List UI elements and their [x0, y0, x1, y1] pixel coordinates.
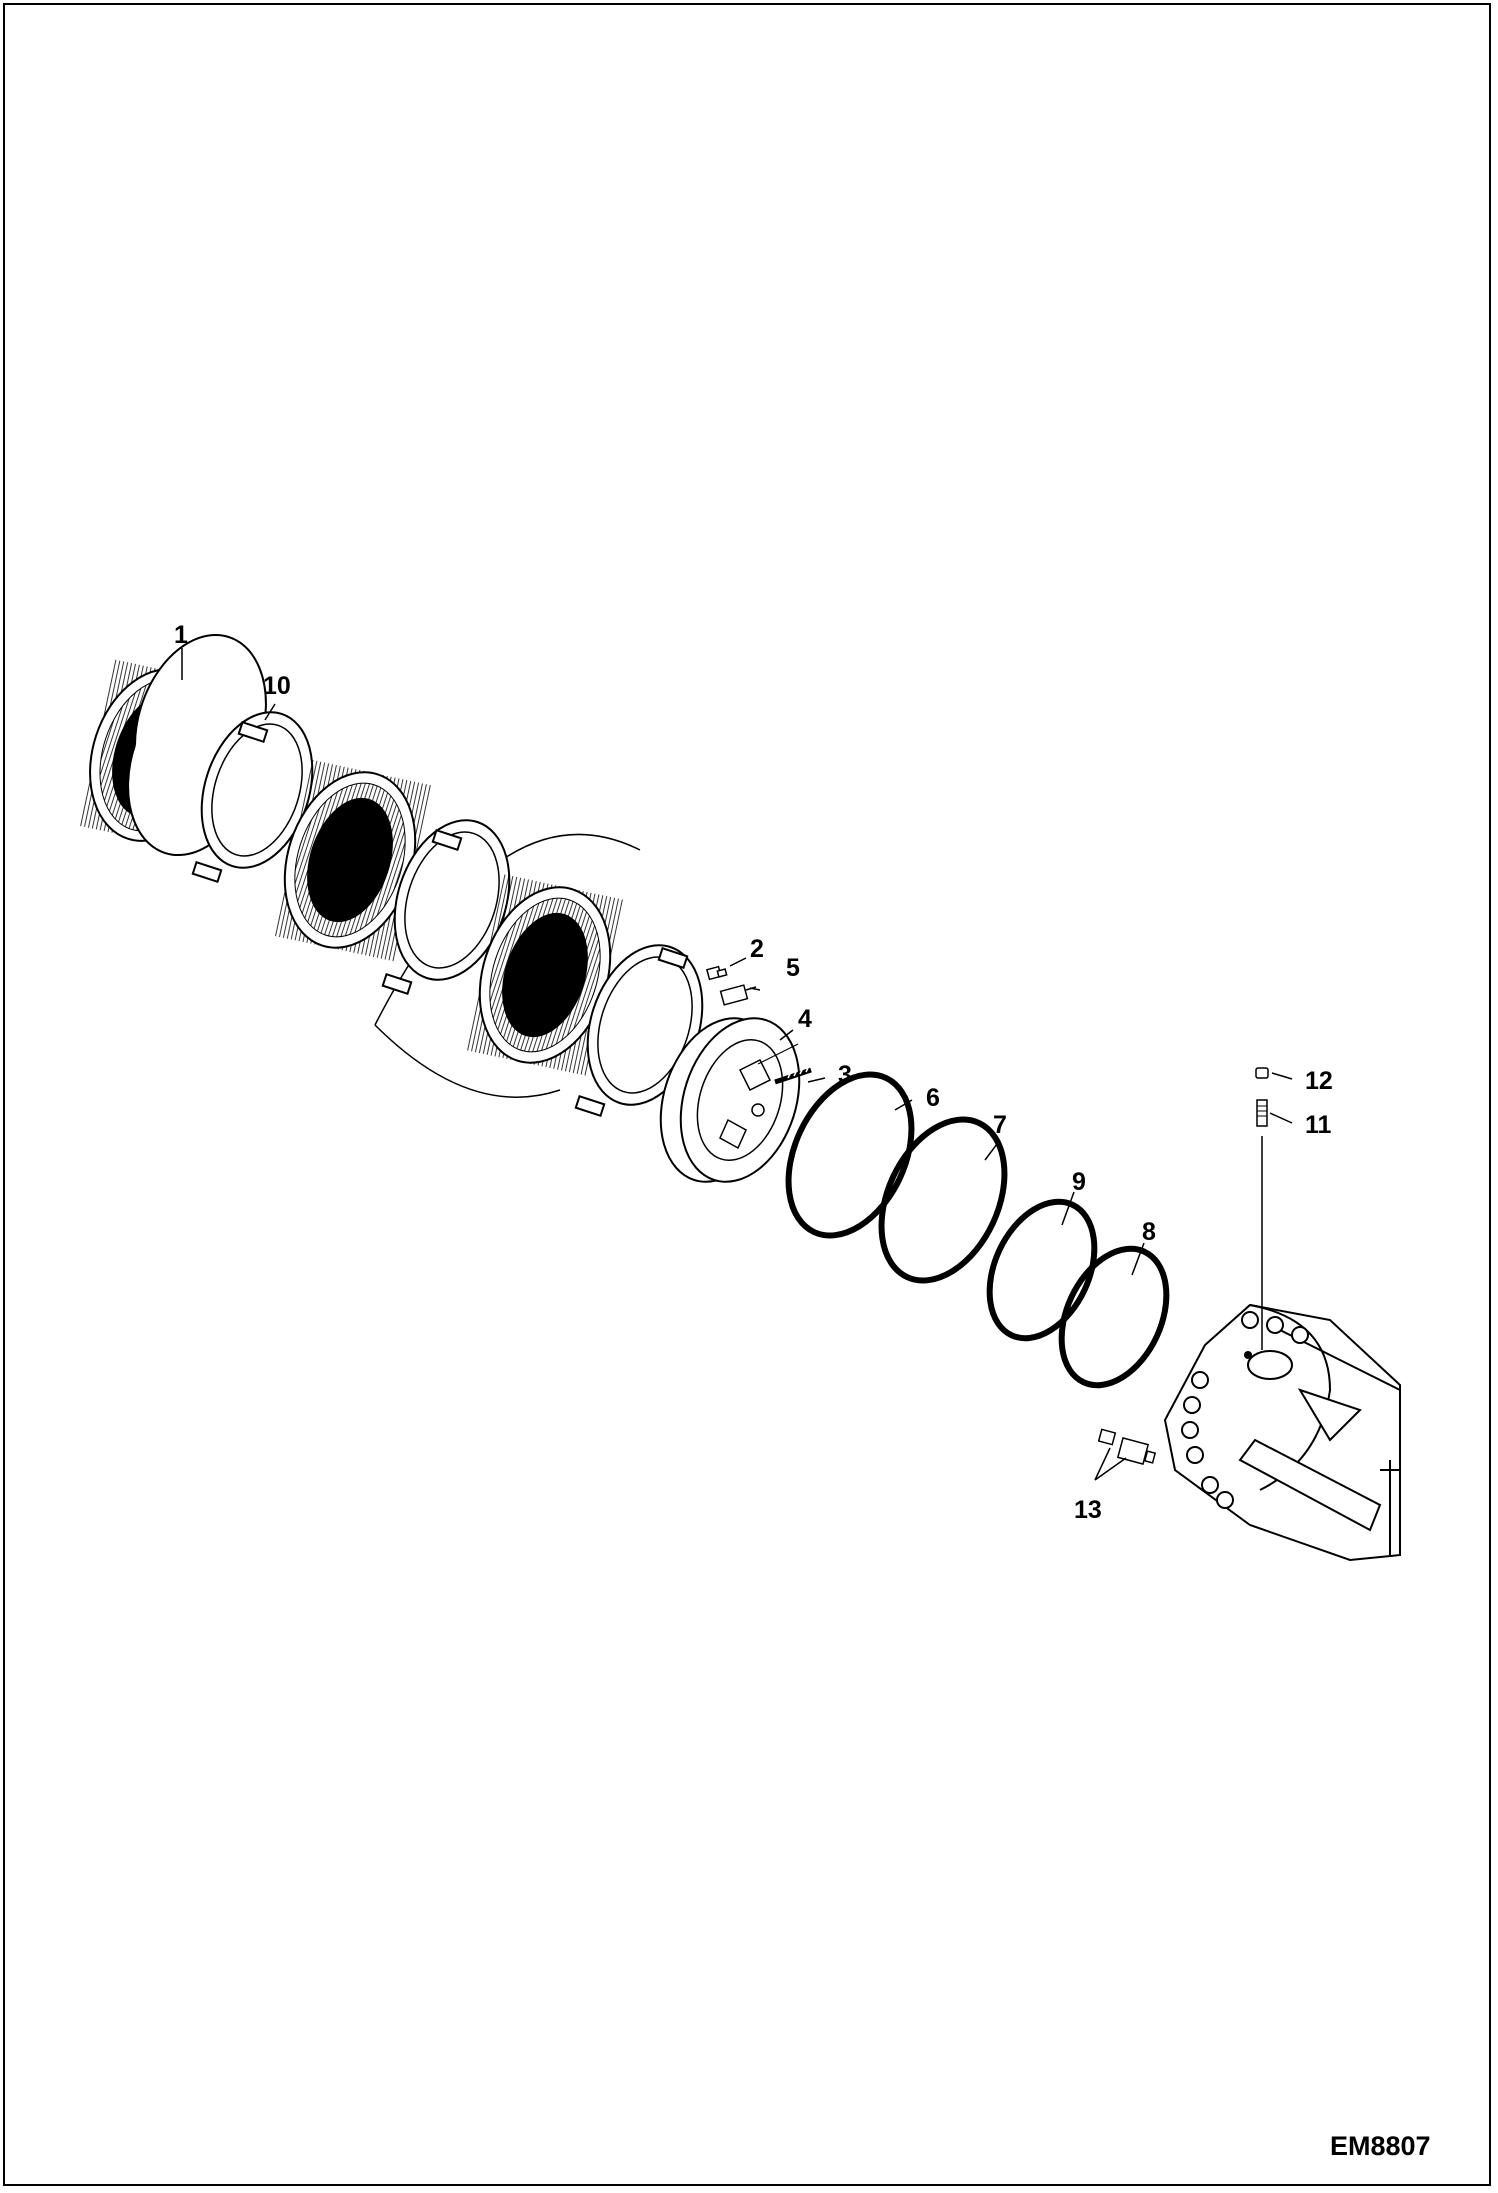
separator-plate-2	[381, 819, 511, 995]
callout-3: 3	[838, 1061, 852, 1089]
callout-8: 8	[1142, 1218, 1156, 1246]
stud-pin	[774, 1065, 812, 1085]
o-ring-8	[1058, 1245, 1170, 1389]
callout-5: 5	[786, 954, 800, 982]
callout-1: 1	[174, 621, 188, 649]
bleed-screw-cap	[1255, 1067, 1269, 1079]
callout-4: 4	[798, 1005, 812, 1033]
bolt-small	[705, 965, 728, 981]
o-ring-6	[785, 1071, 915, 1239]
separator-plate-1	[127, 633, 314, 883]
friction-disc-2	[272, 759, 433, 962]
callout-12: 12	[1305, 1067, 1333, 1095]
o-ring-7	[878, 1116, 1008, 1284]
friction-disc-3	[464, 873, 625, 1076]
callout-6: 6	[926, 1084, 940, 1112]
callout-9: 9	[1072, 1168, 1086, 1196]
brake-piston	[659, 1017, 801, 1183]
callout-11: 11	[1305, 1111, 1332, 1139]
bleed-screw	[1256, 1099, 1268, 1127]
callout-10: 10	[263, 672, 291, 700]
leader-lines	[181, 648, 1293, 1481]
fitting-13	[1097, 1428, 1157, 1465]
callout-7: 7	[993, 1111, 1007, 1139]
motor-housing	[1163, 1303, 1401, 1562]
callout-13: 13	[1074, 1496, 1102, 1524]
callout-2: 2	[750, 935, 764, 963]
o-ring-9	[986, 1198, 1098, 1342]
assembly-guide-arc-lower	[374, 1024, 561, 1098]
figure-reference: EM8807	[1330, 2131, 1431, 2161]
